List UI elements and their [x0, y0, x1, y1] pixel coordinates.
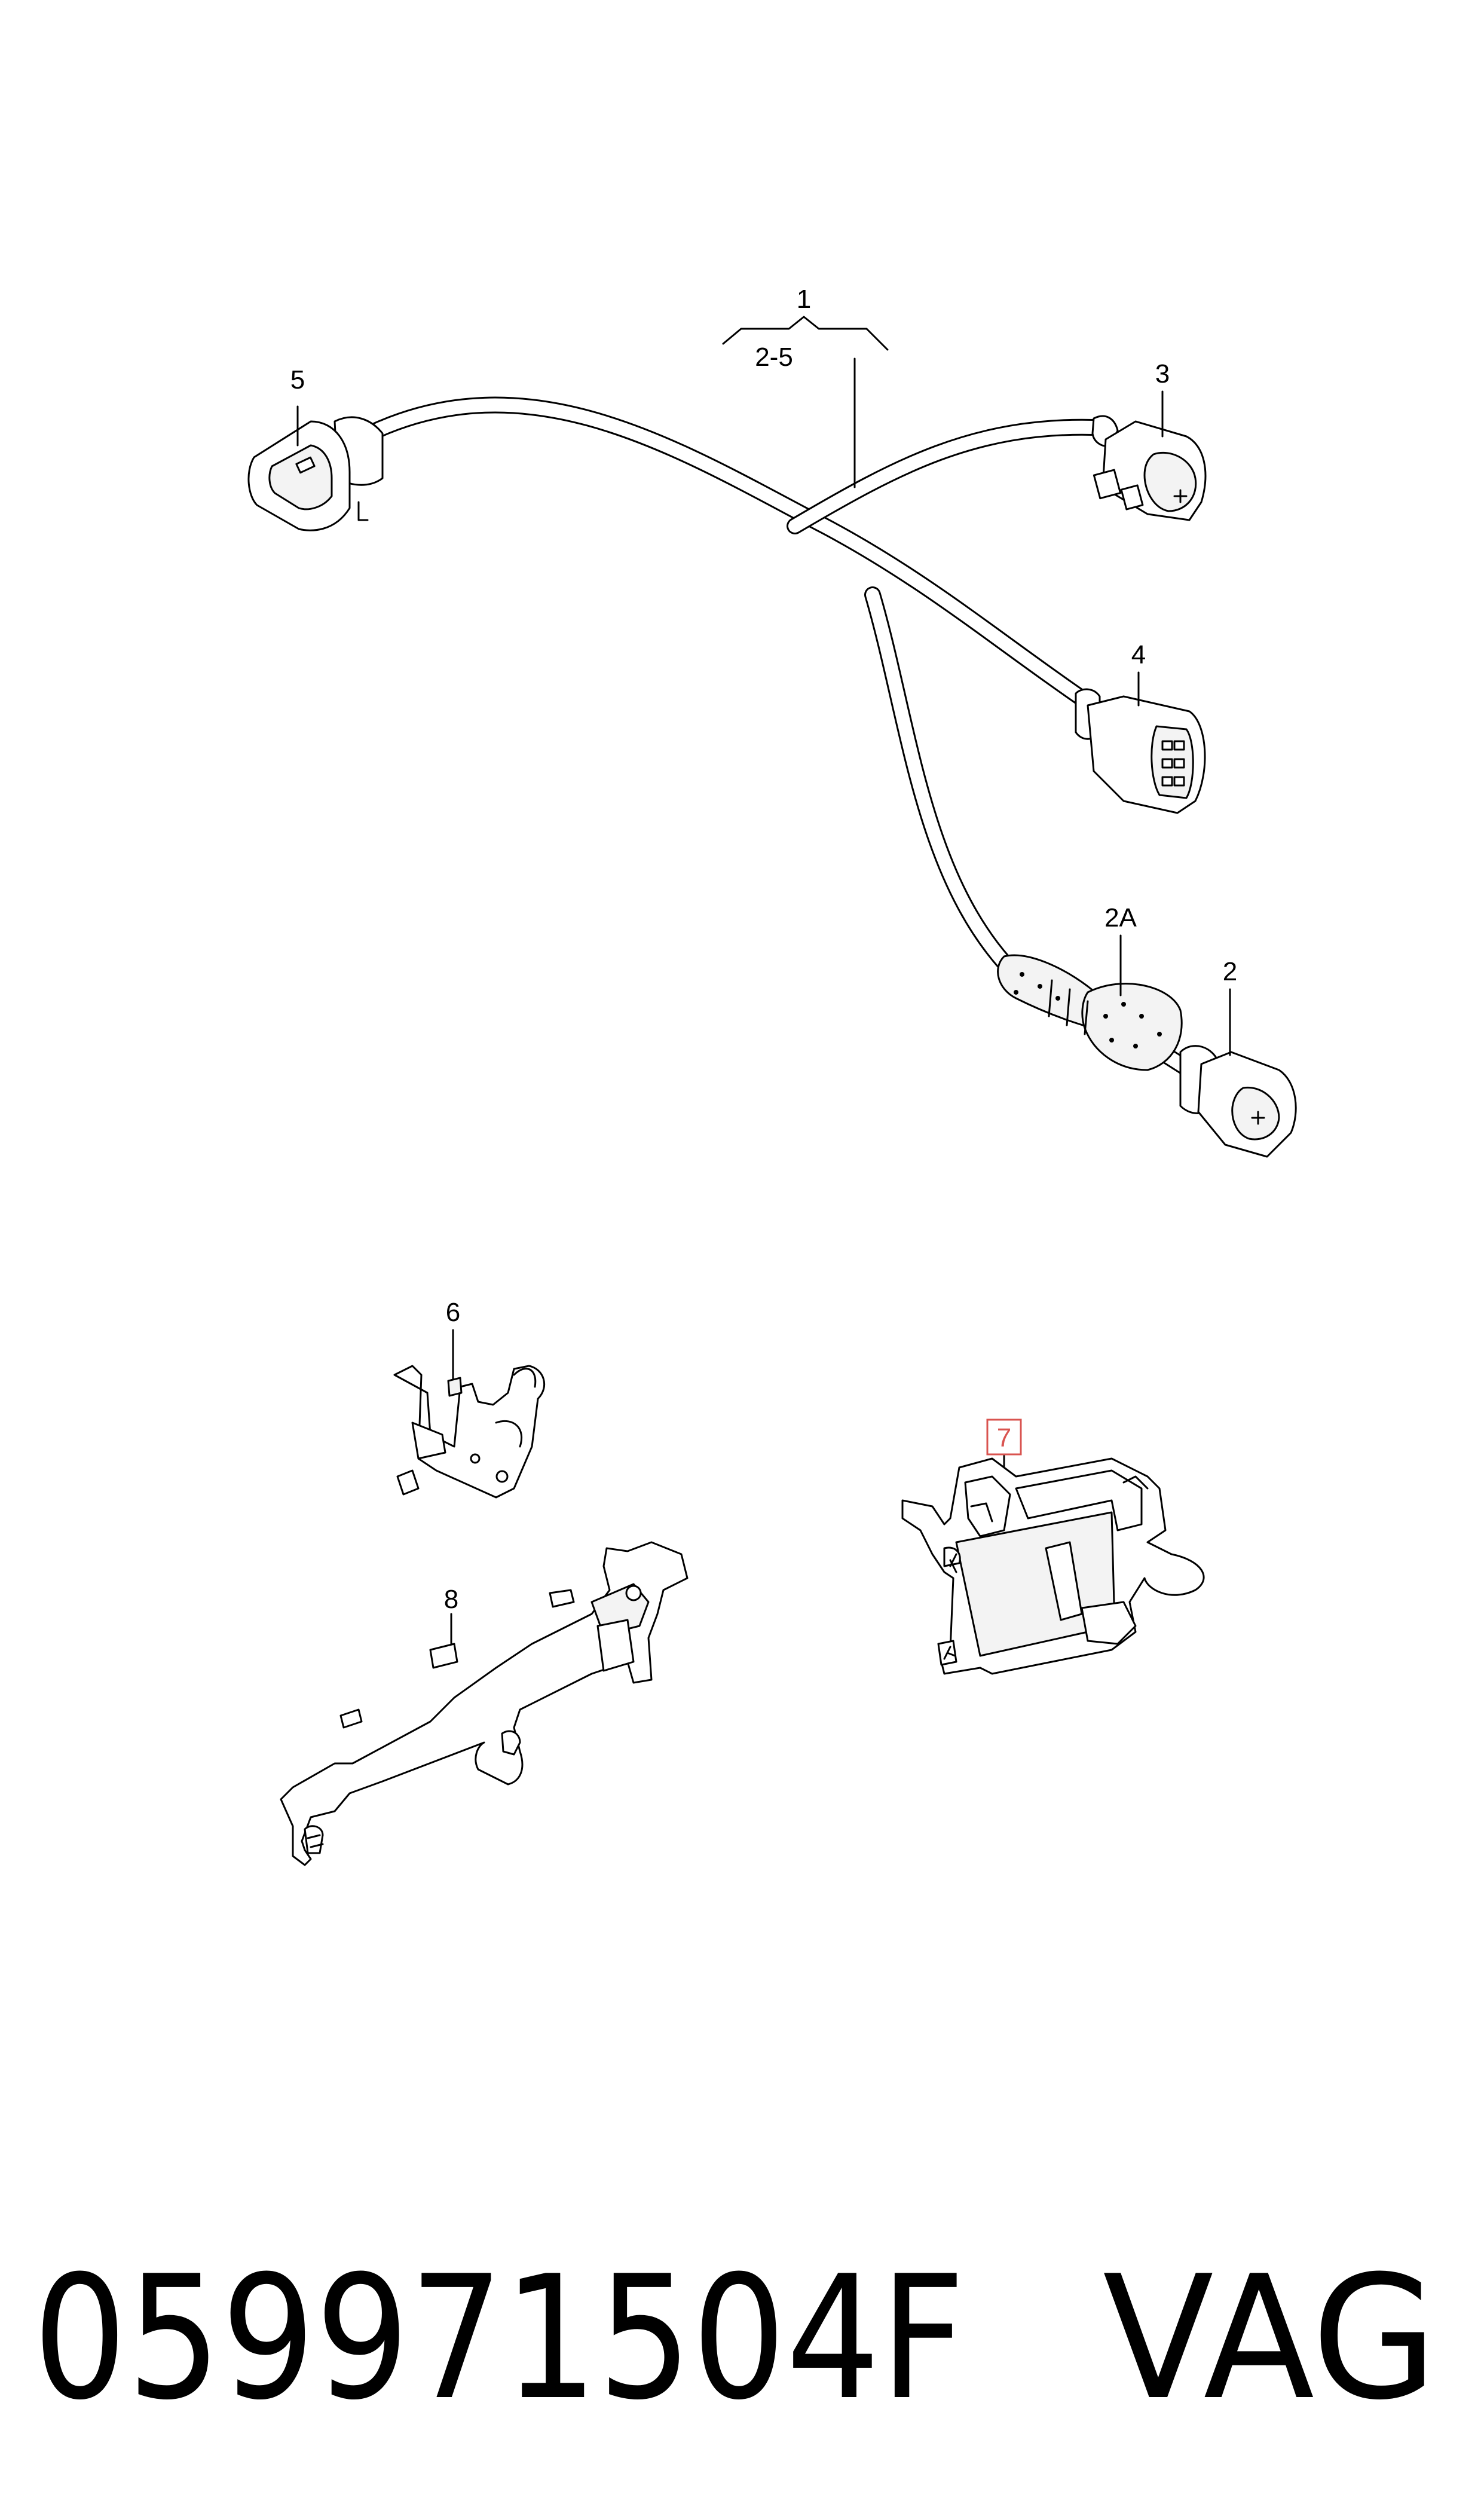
bracket-6: [393, 1365, 546, 1499]
wire-harness: [368, 396, 1198, 1078]
callout-4[interactable]: 4: [1131, 640, 1146, 669]
bracket-8: [280, 1541, 689, 1866]
callout-7[interactable]: 7: [997, 1423, 1011, 1453]
connector-3: [1091, 415, 1207, 521]
grommet-2a: [997, 954, 1183, 1071]
callout-2[interactable]: 2: [1223, 957, 1237, 986]
connector-4: [1075, 688, 1206, 814]
callout-2a[interactable]: 2A: [1104, 903, 1137, 933]
callout-labels: 1 2-5 5 3 4 2A 2 6 7 8: [290, 285, 1237, 1614]
callout-2-5[interactable]: 2-5: [755, 343, 793, 372]
callout-6[interactable]: 6: [446, 1298, 460, 1327]
brand-name: VAG: [1103, 2239, 1437, 2438]
part-number: 059971504F: [33, 2239, 965, 2438]
callout-7-highlight-box: [986, 1419, 1022, 1456]
leader-lines: [296, 316, 1231, 1663]
connector-5: [247, 416, 384, 531]
callout-8[interactable]: 8: [444, 1585, 458, 1614]
callout-1[interactable]: 1: [797, 285, 811, 314]
holder-7: [901, 1457, 1205, 1675]
callout-5[interactable]: 5: [290, 365, 305, 395]
footer: 059971504F VAG: [33, 2239, 1437, 2438]
connector-2: [1179, 1045, 1297, 1158]
callout-3[interactable]: 3: [1155, 359, 1170, 389]
